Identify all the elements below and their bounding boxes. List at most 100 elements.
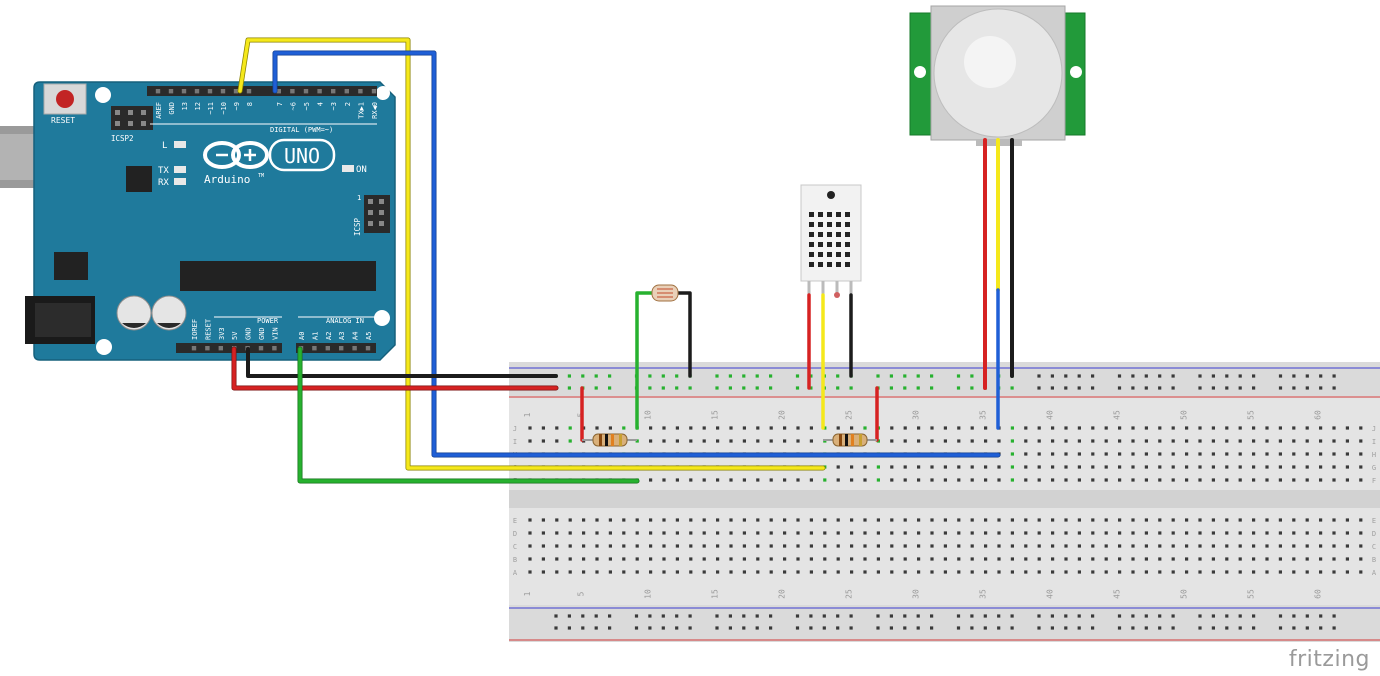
breadboard-hole	[970, 531, 974, 535]
breadboard-hole	[1144, 531, 1148, 535]
digital-pin	[371, 89, 377, 94]
breadboard-hole	[1359, 570, 1363, 574]
breadboard-hole	[1345, 439, 1349, 443]
rail-hole	[1278, 374, 1283, 378]
rail-hole	[1064, 614, 1068, 618]
rail-hole	[661, 386, 665, 390]
dht-grille-slot	[809, 242, 814, 247]
breadboard-hole	[1064, 570, 1068, 574]
breadboard-hole	[1158, 557, 1162, 561]
wire-blue-d7	[273, 51, 1000, 457]
breadboard-hole	[876, 478, 880, 482]
breadboard-hole	[903, 426, 907, 430]
capacitor	[116, 295, 152, 331]
breadboard-hole	[783, 439, 787, 443]
rail-hole	[889, 374, 893, 378]
breadboard-hole	[903, 557, 907, 561]
breadboard-hole	[1198, 544, 1202, 548]
breadboard-hole	[1104, 544, 1108, 548]
digital-pin-label: GND	[168, 102, 176, 115]
breadboard-hole	[622, 518, 626, 522]
rail-hole	[1091, 626, 1095, 630]
capacitor	[151, 295, 187, 331]
digital-pin-label: ~10	[220, 102, 228, 115]
rail-hole	[822, 614, 826, 618]
breadboard-hole	[1319, 570, 1323, 574]
breadboard-hole	[1024, 544, 1028, 548]
breadboard-hole	[1225, 557, 1229, 561]
breadboard-hole	[1104, 465, 1108, 469]
breadboard-hole	[917, 531, 921, 535]
column-number: 20	[778, 589, 787, 599]
breadboard-hole	[716, 518, 720, 522]
breadboard-hole	[1118, 452, 1122, 456]
rail-hole	[742, 374, 746, 378]
breadboard-hole	[1010, 426, 1014, 430]
breadboard-hole	[984, 544, 988, 548]
dht-grille-slot	[818, 262, 823, 267]
breadboard-hole	[1144, 426, 1148, 430]
breadboard-hole	[984, 531, 988, 535]
icsp-pin-one-label: 1	[357, 194, 361, 202]
analog-pin	[352, 346, 357, 351]
breadboard-hole	[863, 544, 867, 548]
breadboard-hole	[1238, 518, 1242, 522]
breadboard-hole	[836, 426, 840, 430]
rail-hole	[715, 614, 719, 618]
breadboard-hole	[903, 478, 907, 482]
breadboard-hole	[528, 518, 532, 522]
breadboard-hole	[930, 544, 934, 548]
breadboard-hole	[823, 557, 827, 561]
breadboard-hole	[1359, 544, 1363, 548]
breadboard-hole	[783, 478, 787, 482]
rail-hole	[567, 374, 571, 378]
rail-hole	[728, 386, 732, 390]
breadboard-hole	[823, 426, 827, 430]
breadboard-hole	[997, 557, 1001, 561]
breadboard-hole	[1345, 452, 1349, 456]
rail-hole	[876, 626, 880, 630]
breadboard-hole	[1171, 439, 1175, 443]
breadboard-hole	[957, 518, 961, 522]
breadboard-hole	[1037, 478, 1041, 482]
breadboard-hole	[1198, 570, 1202, 574]
breadboard-hole	[1064, 465, 1068, 469]
breadboard-hole	[1104, 557, 1108, 561]
breadboard-hole	[568, 557, 572, 561]
breadboard-hole	[997, 478, 1001, 482]
breadboard-hole	[930, 570, 934, 574]
dht-grille-slot	[827, 232, 832, 237]
breadboard-hole	[1345, 426, 1349, 430]
power-pin-label: 5V	[231, 331, 239, 340]
rail-hole	[1211, 626, 1215, 630]
breadboard-hole	[890, 426, 894, 430]
rail-hole	[1064, 626, 1068, 630]
breadboard-hole	[1345, 478, 1349, 482]
breadboard-hole	[528, 439, 532, 443]
breadboard-hole	[796, 570, 800, 574]
breadboard-hole	[1051, 544, 1055, 548]
breadboard-hole	[635, 439, 639, 443]
rail-hole	[1332, 386, 1336, 390]
column-number: 40	[1046, 589, 1055, 599]
breadboard-hole	[930, 518, 934, 522]
breadboard-hole	[903, 439, 907, 443]
row-letter: I	[1372, 438, 1376, 446]
rail-hole	[1117, 614, 1122, 618]
breadboard-hole	[595, 426, 599, 430]
breadboard-hole	[1345, 531, 1349, 535]
digital-pin	[358, 89, 363, 94]
breadboard-hole	[1211, 439, 1215, 443]
breadboard-hole	[649, 478, 653, 482]
breadboard-hole	[984, 478, 988, 482]
rail-hole	[1064, 386, 1068, 390]
breadboard-hole	[756, 518, 760, 522]
breadboard-hole	[890, 570, 894, 574]
rail-hole	[1305, 626, 1309, 630]
breadboard-hole	[1238, 570, 1242, 574]
breadboard-hole	[863, 478, 867, 482]
breadboard-hole	[1185, 544, 1189, 548]
dht-grille-slot	[836, 222, 841, 227]
breadboard-hole	[608, 544, 612, 548]
rail-hole	[1144, 374, 1148, 378]
